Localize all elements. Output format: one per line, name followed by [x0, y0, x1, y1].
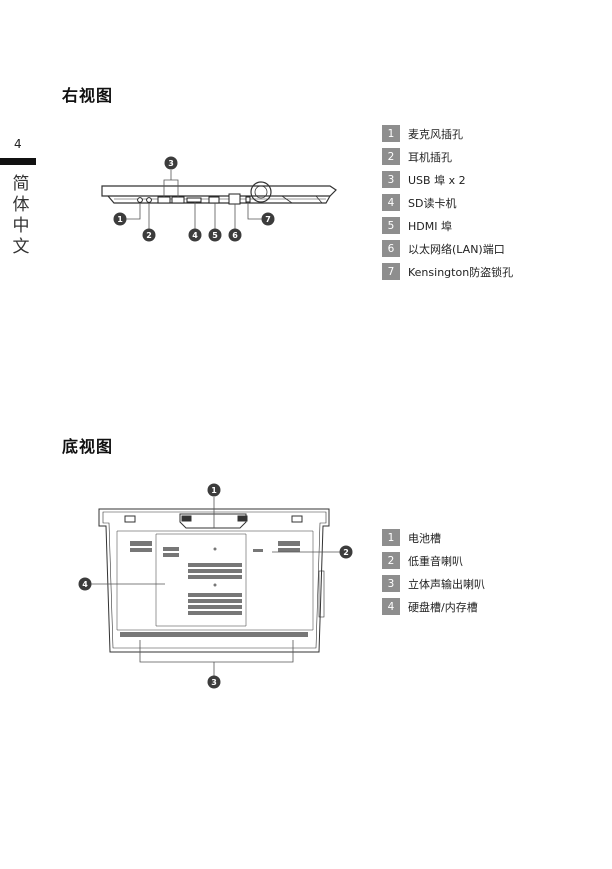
legend-item: 5 HDMI 埠: [382, 214, 513, 237]
callout-5: 5: [208, 228, 222, 242]
language-char: 简: [12, 174, 30, 194]
language-char: 中: [12, 216, 30, 236]
legend-label: SD读卡机: [408, 196, 457, 210]
svg-text:7: 7: [265, 215, 271, 224]
bottom-callout-2: 2: [339, 545, 353, 559]
callout-2: 2: [142, 228, 156, 242]
bottom-leader-lines: [89, 497, 340, 676]
callout-4: 4: [188, 228, 202, 242]
legend-label: 低重音喇叭: [408, 554, 463, 568]
right-leader-lines: [120, 170, 262, 230]
svg-text:1: 1: [211, 486, 217, 495]
legend-label: 硬盘槽/内存槽: [408, 600, 478, 614]
legend-number: 2: [382, 148, 400, 165]
legend-item: 2 耳机插孔: [382, 145, 513, 168]
legend-number: 6: [382, 240, 400, 257]
bottom-view-legend: 1 电池槽 2 低重音喇叭 3 立体声输出喇叭 4 硬盘槽/内存槽: [382, 526, 485, 618]
legend-number: 4: [382, 598, 400, 615]
callout-1: 1: [113, 212, 127, 226]
svg-text:3: 3: [211, 678, 217, 687]
callout-3: 3: [164, 156, 178, 170]
legend-number: 1: [382, 529, 400, 546]
legend-item: 4 SD读卡机: [382, 191, 513, 214]
legend-number: 5: [382, 217, 400, 234]
legend-number: 2: [382, 552, 400, 569]
bottom-vents: [120, 541, 308, 637]
callout-7: 7: [261, 212, 275, 226]
sd-slot: [186, 197, 202, 203]
side-ports: [137, 193, 251, 205]
legend-item: 1 电池槽: [382, 526, 485, 549]
legend-label: 以太网络(LAN)端口: [408, 242, 505, 256]
legend-item: 1 麦克风插孔: [382, 122, 513, 145]
svg-text:4: 4: [82, 580, 88, 589]
legend-label: Kensington防盗锁孔: [408, 265, 514, 279]
language-char: 体: [12, 195, 30, 215]
legend-label: 耳机插孔: [408, 150, 452, 164]
legend-number: 1: [382, 125, 400, 142]
side-tab-bar: [0, 158, 36, 165]
legend-number: 4: [382, 194, 400, 211]
svg-text:2: 2: [343, 548, 349, 557]
laptop-bottom-body: [98, 508, 330, 653]
svg-text:4: 4: [192, 231, 198, 240]
legend-label: USB 埠 x 2: [408, 173, 466, 187]
usb-port-b: [171, 196, 185, 204]
kensington-slot: [245, 196, 251, 203]
right-view-title: 右视图: [62, 86, 114, 105]
legend-item: 7 Kensington防盗锁孔: [382, 260, 513, 283]
legend-label: 电池槽: [408, 531, 441, 545]
svg-text:6: 6: [232, 231, 238, 240]
legend-item: 2 低重音喇叭: [382, 549, 485, 572]
mic-jack: [137, 197, 143, 203]
callout-6: 6: [228, 228, 242, 242]
legend-number: 3: [382, 171, 400, 188]
legend-label: 立体声输出喇叭: [408, 577, 485, 591]
legend-number: 7: [382, 263, 400, 280]
legend-item: 3 立体声输出喇叭: [382, 572, 485, 595]
legend-number: 3: [382, 575, 400, 592]
language-char: 文: [12, 237, 30, 257]
right-callouts: 1 2 3 4 5 6 7: [113, 156, 275, 242]
svg-text:3: 3: [168, 159, 174, 168]
svg-text:5: 5: [212, 231, 218, 240]
bottom-view-title: 底视图: [62, 437, 114, 456]
legend-item: 4 硬盘槽/内存槽: [382, 595, 485, 618]
legend-item: 6 以太网络(LAN)端口: [382, 237, 513, 260]
language-tab: 简 体 中 文: [12, 174, 30, 258]
svg-text:1: 1: [117, 215, 123, 224]
bottom-callout-1: 1: [207, 483, 221, 497]
headphone-jack: [146, 197, 152, 203]
hdmi-port: [208, 196, 220, 204]
page-number: 4: [14, 137, 22, 151]
legend-item: 3 USB 埠 x 2: [382, 168, 513, 191]
svg-text:2: 2: [146, 231, 152, 240]
bottom-callouts: 1 2 3 4: [78, 483, 353, 689]
bottom-callout-3: 3: [207, 675, 221, 689]
lan-port: [228, 193, 241, 205]
legend-label: 麦克风插孔: [408, 127, 463, 141]
legend-label: HDMI 埠: [408, 219, 452, 233]
usb-port-a: [157, 196, 171, 204]
right-view-legend: 1 麦克风插孔 2 耳机插孔 3 USB 埠 x 2 4 SD读卡机 5 HDMI 埠 6…: [382, 122, 513, 283]
bottom-callout-4: 4: [78, 577, 92, 591]
